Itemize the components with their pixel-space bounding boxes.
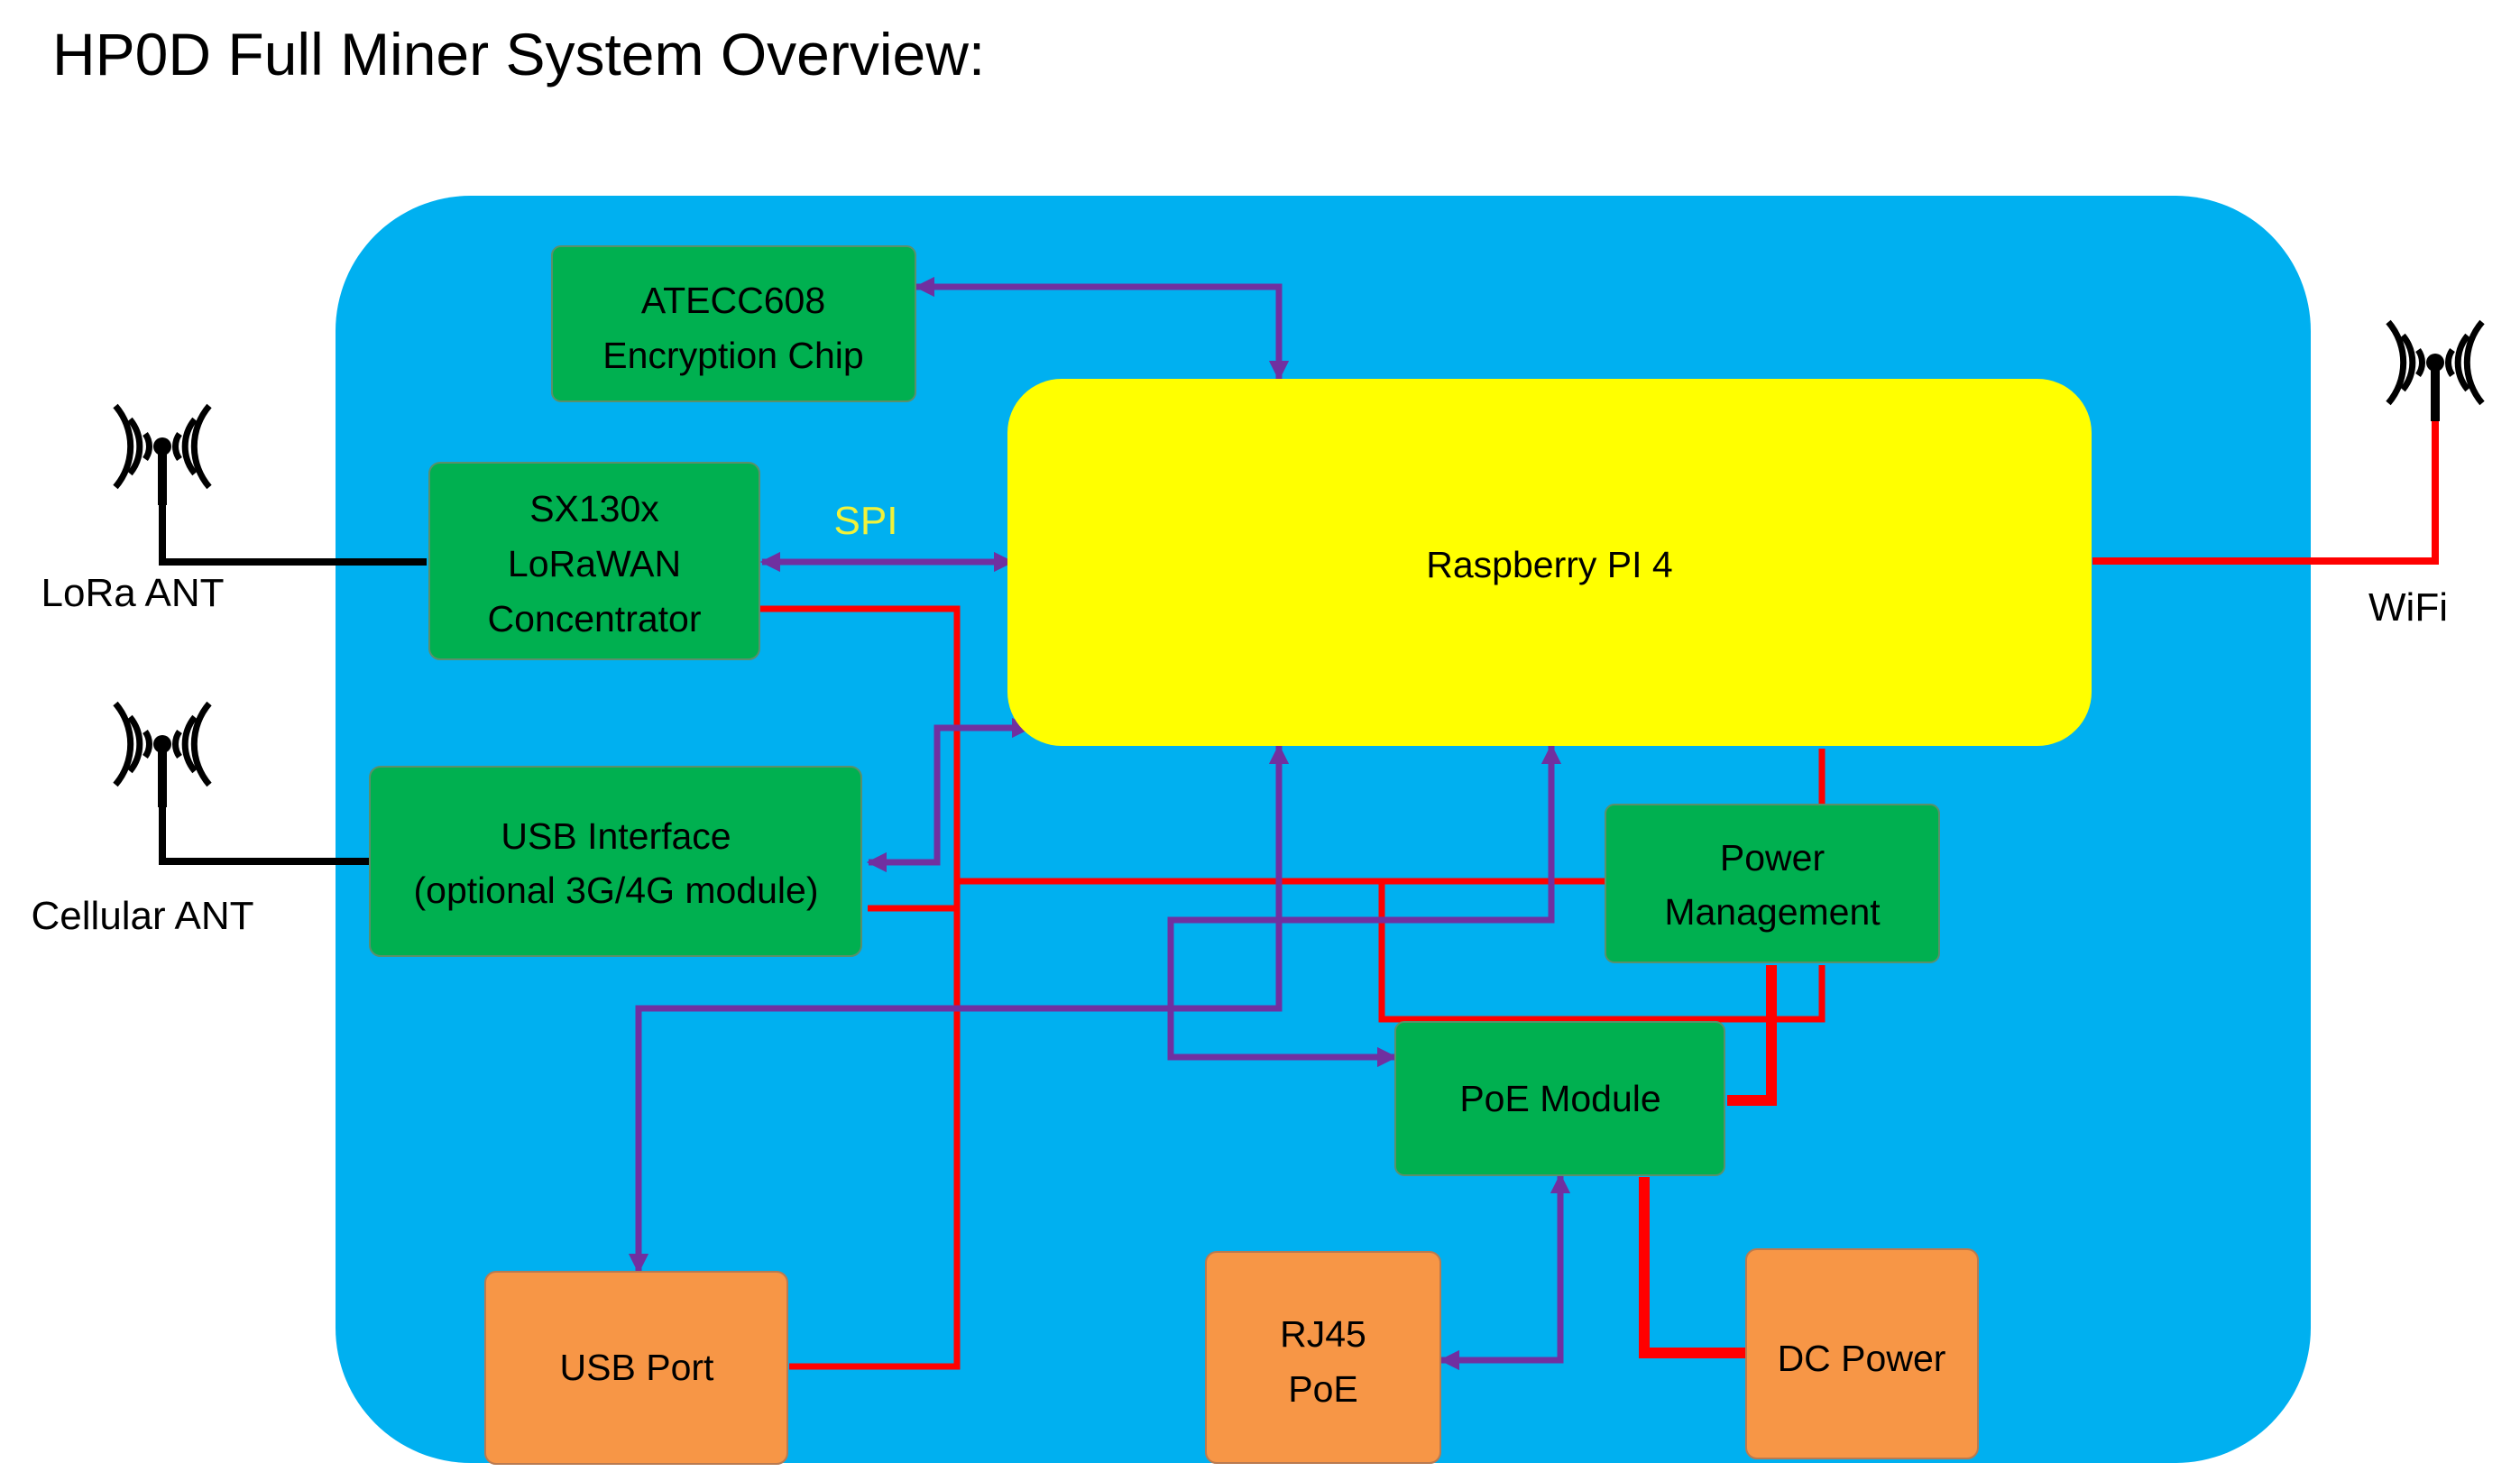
cellular-antenna-label: Cellular ANT xyxy=(32,894,254,938)
sx130x-block: SX130x LoRaWAN Concentrator xyxy=(428,462,760,660)
spi-bus-label: SPI xyxy=(834,499,898,543)
sx130x-label-1: SX130x xyxy=(529,488,659,529)
rj45-block: RJ45 PoE xyxy=(1205,1251,1441,1464)
power-management-block: Power Management xyxy=(1605,804,1940,963)
poe-module-label: PoE Module xyxy=(1459,1078,1660,1119)
usb-port-block: USB Port xyxy=(484,1271,788,1465)
poe-module-block: PoE Module xyxy=(1394,1021,1725,1176)
dc-power-label: DC Power xyxy=(1778,1338,1946,1379)
cellular-antenna-icon xyxy=(115,704,209,807)
usb-interface-label: USB Interface xyxy=(501,815,731,857)
atecc608-block: ATECC608 Encryption Chip xyxy=(551,245,916,402)
wifi-antenna-icon xyxy=(2388,322,2482,421)
lora-antenna-icon xyxy=(115,406,209,505)
sx130x-label-3: Concentrator xyxy=(487,598,701,639)
raspberry-pi-block: Raspberry PI 4 xyxy=(1007,379,2092,746)
rj45-sublabel: PoE xyxy=(1288,1368,1358,1410)
power-management-sublabel: Management xyxy=(1664,891,1881,933)
rf-lines xyxy=(159,419,2439,865)
atecc608-sublabel: Encryption Chip xyxy=(602,335,863,376)
usb-interface-block: USB Interface (optional 3G/4G module) xyxy=(369,766,862,957)
power-management-label: Power xyxy=(1720,837,1825,879)
usb-port-label: USB Port xyxy=(560,1347,714,1388)
lora-antenna-label: LoRa ANT xyxy=(41,571,225,615)
dc-power-block: DC Power xyxy=(1745,1248,1979,1459)
raspberry-pi-label: Raspberry PI 4 xyxy=(1426,544,1672,585)
sx130x-label-2: LoRaWAN xyxy=(508,543,681,584)
usb-interface-sublabel: (optional 3G/4G module) xyxy=(414,869,819,911)
data-buses xyxy=(628,276,1571,1371)
wifi-antenna-label: WiFi xyxy=(2368,585,2448,630)
page-title: HP0D Full Miner System Overview: xyxy=(52,21,986,87)
atecc608-label: ATECC608 xyxy=(641,280,825,321)
rj45-label: RJ45 xyxy=(1280,1313,1366,1355)
